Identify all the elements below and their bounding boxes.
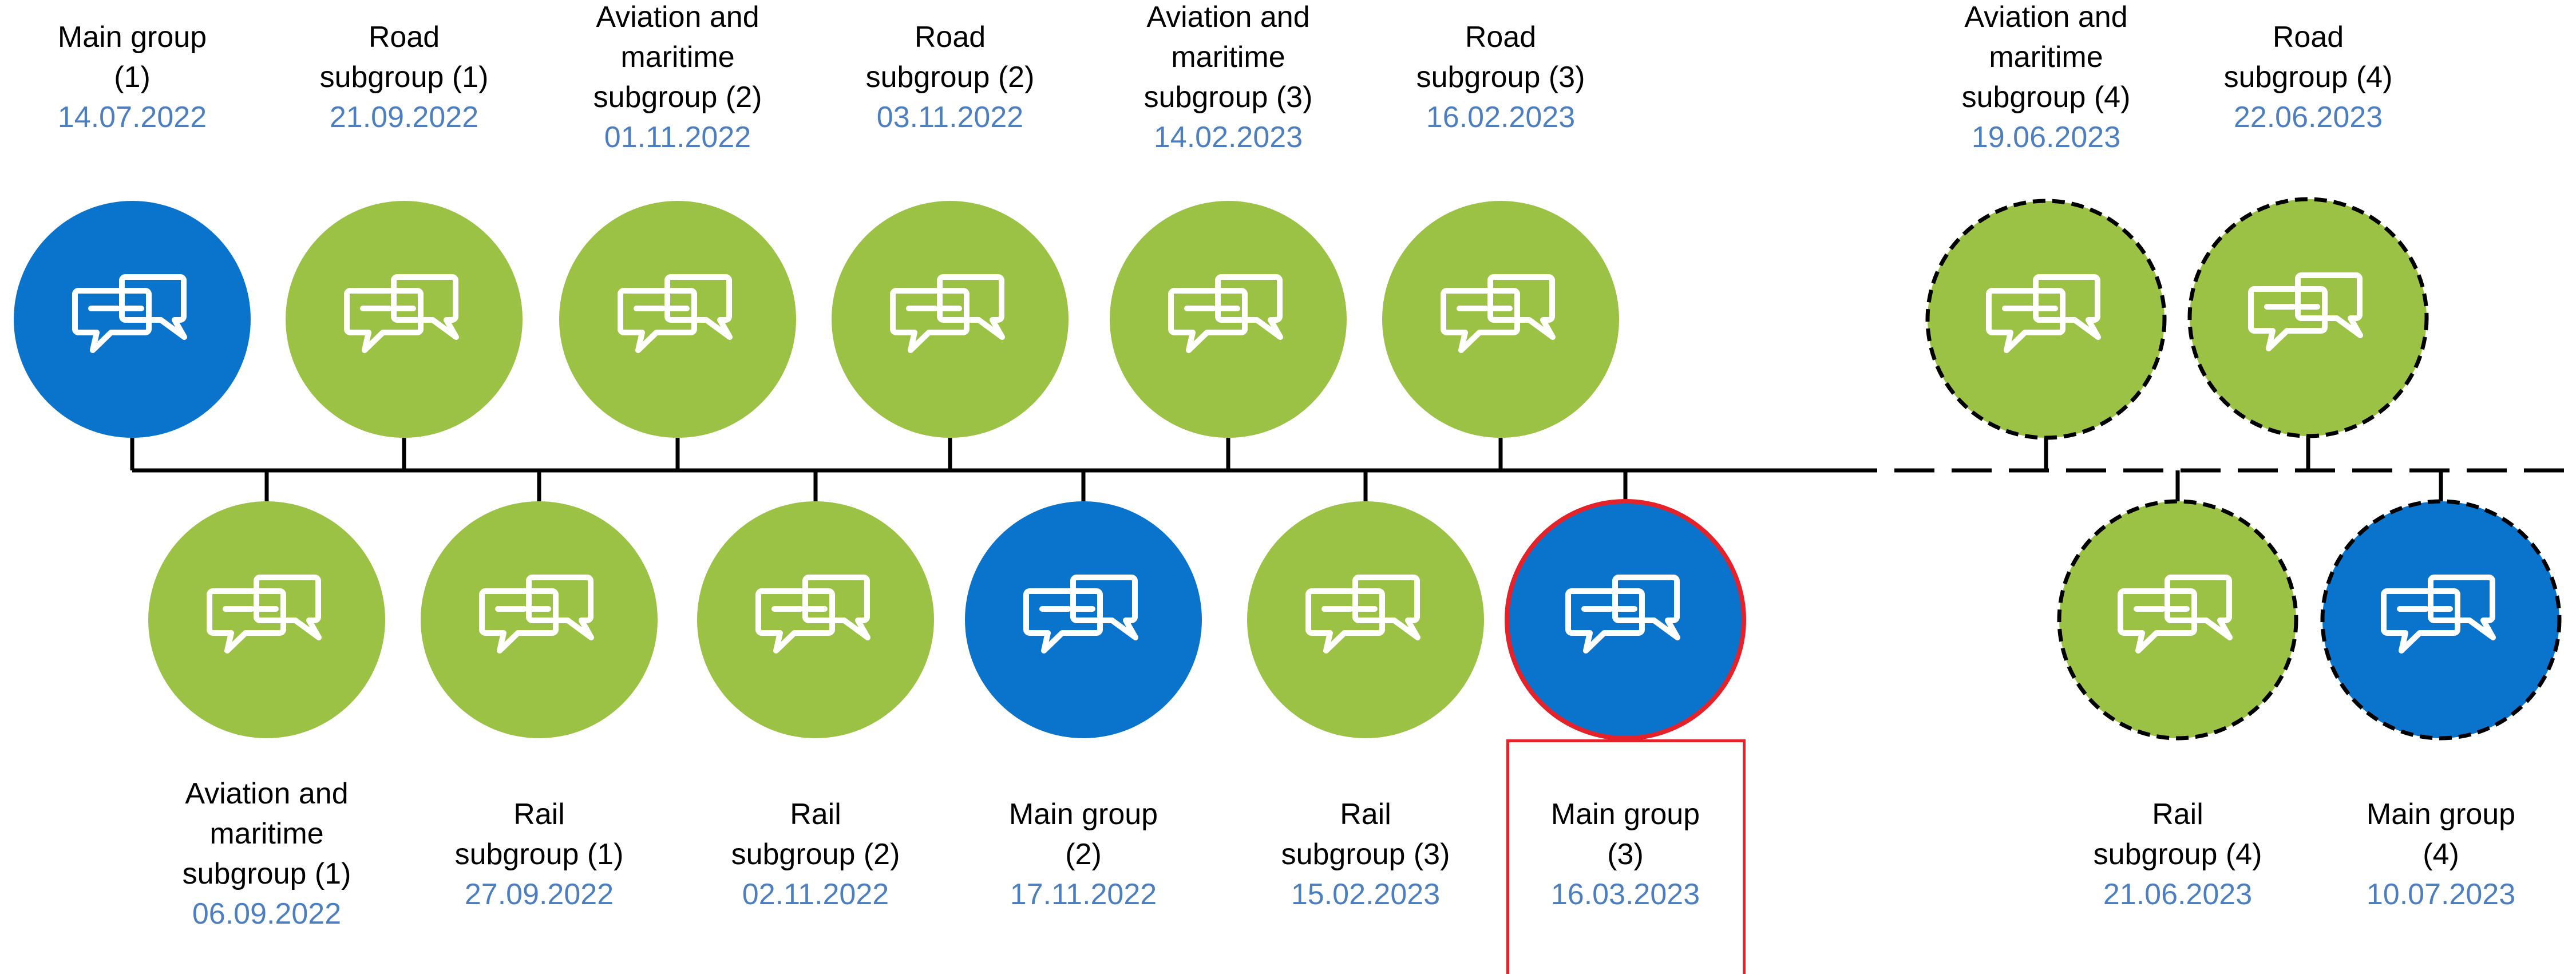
meeting-date: 14.07.2022 [57,101,207,134]
meeting-name: Main group (3) [1550,798,1700,871]
bottom-node-rail-subgroup-4 [2057,499,2298,741]
meeting-name: Aviation and maritime subgroup (2) [593,1,762,114]
meeting-name: Main group (1) [57,21,207,94]
meeting-date: 15.02.2023 [1291,878,1441,911]
bottom-label-main-group-2: Main group (2) 17.11.2022 [998,794,1169,914]
meeting-date: 21.09.2022 [329,101,479,134]
meeting-date: 22.06.2023 [2233,101,2383,134]
top-label-aviation-and-maritime-subgroup-2: Aviation and maritime subgroup (2) 01.11.… [592,0,763,157]
bottom-node-rail-subgroup-1 [421,501,658,738]
meeting-name: Rail subgroup (3) [1281,798,1450,871]
top-label-road-subgroup-3: Road subgroup (3) 16.02.2023 [1415,17,1586,137]
current-meeting-highlight-box [1506,739,1746,974]
meeting-date: 21.06.2023 [2103,878,2253,911]
meeting-name: Road subgroup (3) [1416,21,1585,94]
top-label-aviation-and-maritime-subgroup-3: Aviation and maritime subgroup (3) 14.02.… [1142,0,1314,157]
top-node-road-subgroup-4 [2187,197,2429,438]
top-label-road-subgroup-4: Road subgroup (4) 22.06.2023 [2222,17,2394,137]
top-node-main-group-1 [14,201,251,438]
meeting-date: 03.11.2022 [876,101,1024,134]
meeting-date: 16.03.2023 [1550,878,1700,911]
meeting-date: 27.09.2022 [464,878,614,911]
top-node-aviation-and-maritime-subgroup-3 [1110,201,1347,438]
meeting-name: Rail subgroup (4) [2093,798,2262,871]
meeting-name: Road subgroup (4) [2223,21,2393,94]
top-node-road-subgroup-1 [286,201,523,438]
meeting-date: 16.02.2023 [1426,101,1576,134]
top-node-road-subgroup-2 [832,201,1069,438]
meeting-date: 01.11.2022 [604,121,751,154]
bottom-node-main-group-4 [2320,499,2562,741]
bottom-label-rail-subgroup-4: Rail subgroup (4) 21.06.2023 [2092,794,2264,914]
meeting-date: 17.11.2022 [1010,878,1157,911]
bottom-label-main-group-3: Main group (3) 16.03.2023 [1540,794,1711,914]
meeting-name: Rail subgroup (2) [731,798,900,871]
meeting-name: Main group (2) [1008,798,1158,871]
meeting-name: Road subgroup (2) [865,21,1035,94]
bottom-label-rail-subgroup-2: Rail subgroup (2) 02.11.2022 [730,794,901,914]
bottom-node-main-group-3 [1505,499,1746,741]
top-label-aviation-and-maritime-subgroup-4: Aviation and maritime subgroup (4) 19.06.… [1960,0,2132,157]
bottom-label-aviation-and-maritime-subgroup-1: Aviation and maritime subgroup (1) 06.09.… [181,774,353,934]
top-node-aviation-and-maritime-subgroup-2 [559,201,796,438]
meeting-name: Aviation and maritime subgroup (4) [1961,1,2131,114]
top-label-main-group-1: Main group (1) 14.07.2022 [46,17,218,137]
top-label-road-subgroup-1: Road subgroup (1) 21.09.2022 [318,17,490,137]
meeting-date: 14.02.2023 [1153,121,1303,154]
bottom-node-main-group-2 [965,501,1202,738]
meeting-name: Road subgroup (1) [319,21,489,94]
top-node-aviation-and-maritime-subgroup-4 [1925,199,2167,440]
meeting-date: 02.11.2022 [742,878,889,911]
meeting-name: Aviation and maritime subgroup (3) [1143,1,1313,114]
bottom-node-rail-subgroup-2 [697,501,934,738]
meeting-date: 06.09.2022 [192,897,342,931]
bottom-label-rail-subgroup-3: Rail subgroup (3) 15.02.2023 [1280,794,1451,914]
bottom-node-aviation-and-maritime-subgroup-1 [148,501,385,738]
top-node-road-subgroup-3 [1382,201,1619,438]
bottom-node-rail-subgroup-3 [1247,501,1484,738]
meeting-date: 10.07.2023 [2366,878,2516,911]
bottom-label-main-group-4: Main group (4) 10.07.2023 [2355,794,2527,914]
bottom-label-rail-subgroup-1: Rail subgroup (1) 27.09.2022 [453,794,625,914]
meeting-name: Aviation and maritime subgroup (1) [182,777,351,890]
top-label-road-subgroup-2: Road subgroup (2) 03.11.2022 [864,17,1036,137]
meeting-name: Rail subgroup (1) [454,798,624,871]
meeting-name: Main group (4) [2366,798,2516,871]
meeting-date: 19.06.2023 [1971,121,2121,154]
